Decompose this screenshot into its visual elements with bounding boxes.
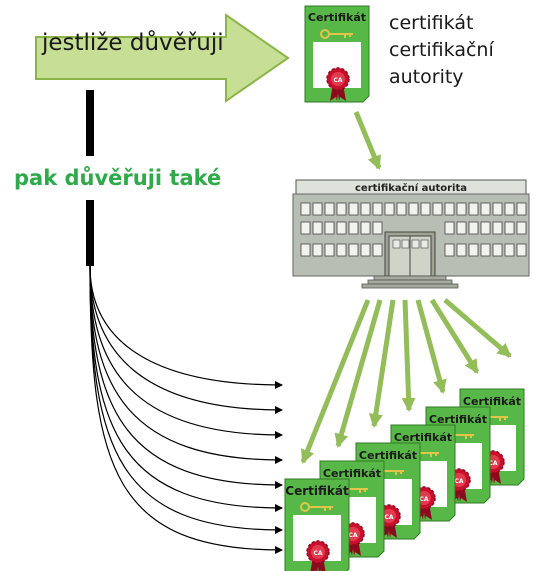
building-window (372, 202, 383, 216)
issued-certificate-title: Certifikát (323, 467, 381, 480)
building-window (492, 243, 503, 257)
trust-also-label: pak důvěřuji také (14, 166, 222, 190)
issued-certificate-seal-label: CA (384, 514, 393, 521)
building-window (432, 202, 443, 216)
building-window (456, 202, 467, 216)
building-window (360, 221, 371, 235)
building-window (408, 202, 419, 216)
building-window (312, 221, 323, 235)
issued-certificate-seal-label: CA (454, 478, 463, 485)
ca-description-line: certifikát (389, 12, 474, 34)
authority-building-icon: certifikační autorita (292, 179, 530, 289)
building-window (348, 221, 359, 235)
building-window (468, 202, 479, 216)
building-window (480, 243, 491, 257)
building-window (504, 221, 515, 235)
building-window (300, 243, 311, 257)
building-window (300, 221, 311, 235)
building-window (360, 243, 371, 257)
issued-certificates: CertifikátCACertifikátCACertifikátCACert… (284, 388, 525, 571)
building-window (360, 202, 371, 216)
ca-root-certificate: Certifikát CA (304, 5, 370, 103)
cert-to-authority-arrow (353, 111, 382, 170)
building-window (456, 221, 467, 235)
issued-certificate-title: Certifikát (359, 449, 417, 462)
building-window (300, 202, 311, 216)
building-window (492, 202, 503, 216)
building-window (420, 202, 431, 216)
ca-description-line: autority (389, 66, 464, 88)
issued-certificate-title: Certifikát (463, 395, 521, 408)
issued-certificate-title: Certifikát (285, 484, 349, 498)
issued-certificate-seal-label: CA (419, 496, 428, 503)
building-window (444, 202, 455, 216)
building-window (516, 202, 527, 216)
building-window (348, 202, 359, 216)
ca-certificate-description: certifikát certifikační autority (389, 10, 494, 91)
trust-arrow-label: jestliže důvěřuji (42, 30, 224, 56)
building-window (480, 221, 491, 235)
building-window (468, 243, 479, 257)
building-window (324, 243, 335, 257)
building-window (456, 243, 467, 257)
building-window (336, 221, 347, 235)
building-window (336, 202, 347, 216)
building-sign-label: certifikační autorita (355, 182, 467, 194)
building-window (444, 243, 455, 257)
issued-certificate-title: Certifikát (429, 413, 487, 426)
building-window (444, 221, 455, 235)
issue-arrows (300, 298, 512, 464)
issued-certificate-seal-label: CA (313, 550, 322, 557)
building-window (492, 221, 503, 235)
building-window (312, 243, 323, 257)
building-window (312, 202, 323, 216)
building-window (384, 202, 395, 216)
issued-certificate-seal-label: CA (348, 532, 357, 539)
issued-certificate-seal-label: CA (488, 460, 497, 467)
building-window (348, 243, 359, 257)
building-window (480, 202, 491, 216)
building-window (372, 221, 383, 235)
building-window (504, 243, 515, 257)
ca-description-line: certifikační (389, 39, 494, 61)
trust-bar-bottom (86, 200, 94, 266)
trust-arrow (35, 13, 290, 103)
issued-certificate-title: Certifikát (394, 431, 452, 444)
building-window (336, 243, 347, 257)
building-window (372, 243, 383, 257)
building-window (324, 202, 335, 216)
trust-curves (89, 265, 283, 554)
building-window (324, 221, 335, 235)
ca-root-seal-label: CA (333, 77, 342, 84)
trust-bar-top (86, 90, 94, 156)
building-window (468, 221, 479, 235)
building-window (504, 202, 515, 216)
building-window (516, 243, 527, 257)
building-window (396, 202, 407, 216)
building-window (516, 221, 527, 235)
ca-root-certificate-title: Certifikát (308, 11, 366, 24)
